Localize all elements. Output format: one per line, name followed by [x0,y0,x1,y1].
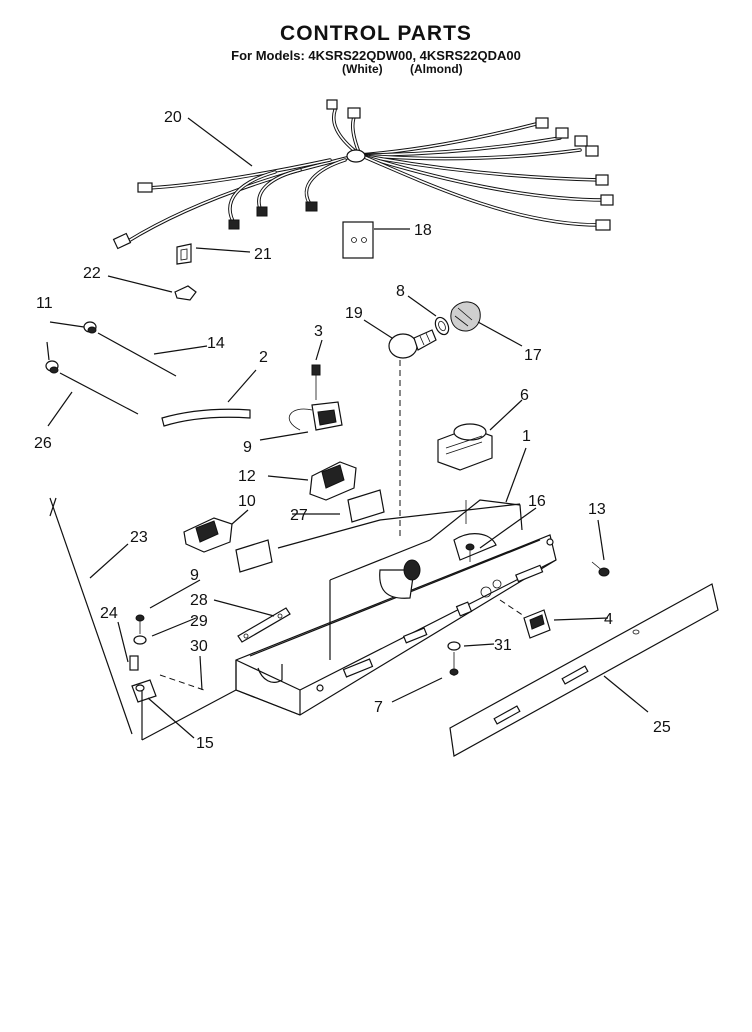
model-note-almond: (Almond) [410,62,463,76]
callout-9-lower: 9 [190,567,199,584]
callout-6: 6 [520,387,529,404]
rod-23-tip [49,497,57,517]
callout-labels: 20 21 22 18 8 19 17 11 14 3 2 9 26 6 1 1… [34,109,671,752]
callout-20: 20 [164,109,182,126]
wire-harness [112,99,614,250]
washer-29 [133,635,147,645]
callout-18: 18 [414,222,432,239]
label-27-lower [235,539,273,573]
callout-31: 31 [494,637,512,654]
clip-4 [523,609,551,639]
clip-22 [174,285,197,301]
model-note-white: (White) [342,62,383,76]
clip-21 [176,243,192,265]
control-housing-1 [235,499,557,716]
lamp-socket-17 [450,301,481,332]
temperature-control-6 [437,423,493,471]
tube-2 [161,408,251,427]
trim-panel-25 [449,583,719,757]
callout-28: 28 [190,592,208,609]
washer-31 [447,641,461,651]
light-bulb-19 [388,329,437,359]
callout-8: 8 [396,283,405,300]
callout-21: 21 [254,246,272,263]
callout-22: 22 [83,265,101,282]
callout-29: 29 [190,613,208,630]
strip-28 [237,607,291,643]
leader-lines [46,117,649,739]
callout-10: 10 [238,493,256,510]
switch-assembly [288,364,343,431]
callout-7: 7 [374,699,383,716]
bracket-12 [309,461,357,501]
leader-clip-to-housing [499,599,525,617]
callout-1: 1 [522,428,531,445]
screw-9-lower [135,614,145,634]
heater-tube-26 [59,372,139,415]
callout-2: 2 [259,349,268,366]
callout-24: 24 [100,605,118,622]
callout-12: 12 [238,468,256,485]
callout-13: 13 [588,501,606,518]
callout-11: 11 [36,295,53,312]
label-27-upper [347,489,385,523]
bracket-10 [183,517,233,553]
screw-13 [591,561,610,577]
hinge-15 [131,679,157,703]
callout-26: 26 [34,435,52,452]
screw-11-upper [83,321,97,334]
callout-14: 14 [207,335,225,352]
callout-16: 16 [528,493,546,510]
leader-30 [159,674,205,691]
callout-23: 23 [130,529,148,546]
callout-3: 3 [314,323,323,340]
rod-23 [49,497,133,735]
spacer-24 [129,655,139,671]
base-line [141,689,237,741]
callout-9-upper: 9 [243,439,252,456]
heater-tube-14 [97,332,177,377]
callout-27: 27 [290,507,308,524]
callout-15: 15 [196,735,214,752]
page-title: CONTROL PARTS [280,22,472,45]
callout-17: 17 [524,347,542,364]
callout-19: 19 [345,305,363,322]
gasket-plate-18 [342,221,374,259]
callout-4: 4 [604,611,613,628]
screw-16 [465,543,475,562]
callout-25: 25 [653,719,671,736]
screw-11-lower [45,360,59,374]
models-subtitle: For Models: 4KSRS22QDW00, 4KSRS22QDA00 [231,48,521,63]
callout-30: 30 [190,638,208,655]
screw-7 [449,652,459,676]
lamp-socket-ring-8 [434,316,450,336]
